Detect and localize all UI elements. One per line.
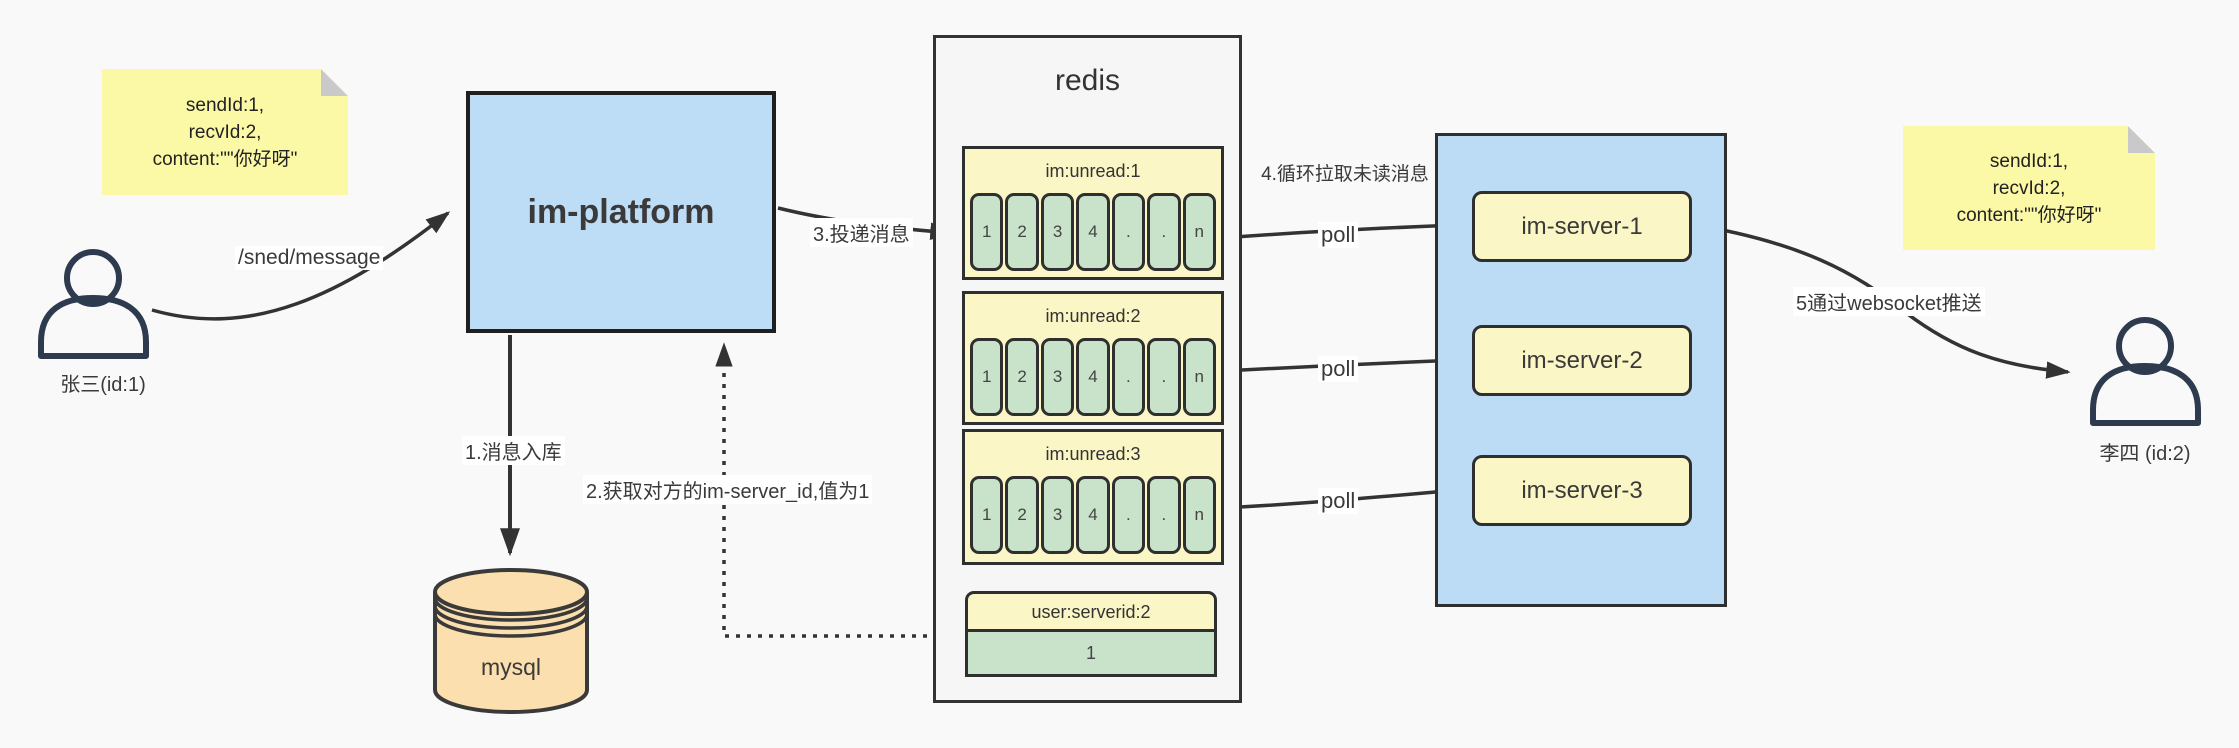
poll-label-2: poll xyxy=(1318,356,1359,382)
redis-container: redis im:unread:1 1 2 3 4 . . n im:unrea… xyxy=(933,35,1242,703)
kv-value: 1 xyxy=(965,632,1217,677)
step2-label: 2.获取对方的im-server_id,值为1 xyxy=(583,475,873,504)
im-server-3-box: im-server-3 xyxy=(1472,455,1692,526)
queue-cell: 4 xyxy=(1076,476,1110,554)
note-line: content:""你好呀" xyxy=(1956,204,2102,226)
user-serverid-block: user:serverid:2 1 xyxy=(965,591,1217,681)
note-line: sendId:1, xyxy=(185,94,265,116)
queue-cell: 1 xyxy=(970,193,1004,271)
sender-label: 张三(id:1) xyxy=(60,374,146,396)
unread-queue-2: im:unread:2 1 2 3 4 . . n xyxy=(962,291,1224,425)
unread-queue-1: im:unread:1 1 2 3 4 . . n xyxy=(962,146,1224,280)
queue-cell: n xyxy=(1182,476,1216,554)
queue-cells: 1 2 3 4 . . n xyxy=(965,338,1221,416)
user-icon-sender xyxy=(38,249,149,359)
step5-label: 5通过websocket推送 xyxy=(1793,287,1985,316)
mysql-label: mysql xyxy=(480,654,542,680)
receiver-label: 李四 (id:2) xyxy=(2099,443,2191,465)
queue-cell: 1 xyxy=(970,338,1004,416)
queue-cell: 3 xyxy=(1040,338,1075,416)
queue-cells: 1 2 3 4 . . n xyxy=(965,476,1221,554)
arrow-send-message xyxy=(151,211,451,321)
sticky-note-left: sendId:1, recvId:2, content:""你好呀" xyxy=(102,69,348,195)
send-api-label: /sned/message xyxy=(235,246,384,270)
queue-header: im:unread:3 xyxy=(1045,444,1141,464)
queue-cell: 4 xyxy=(1076,193,1110,271)
note-line: content:""你好呀" xyxy=(152,148,298,170)
note-line: recvId:2, xyxy=(1992,177,2066,199)
step4-label: 4.循环拉取未读消息 xyxy=(1261,164,1429,185)
queue-cell: 2 xyxy=(1005,338,1039,416)
im-server-1-box: im-server-1 xyxy=(1472,191,1692,262)
im-server-cluster: im-server-1 im-server-2 im-server-3 xyxy=(1435,133,1727,607)
queue-cell: n xyxy=(1182,338,1216,416)
queue-cells: 1 2 3 4 . . n xyxy=(965,193,1221,271)
queue-cell: 4 xyxy=(1076,338,1110,416)
user-icon-receiver xyxy=(2090,317,2201,426)
note-line: sendId:1, xyxy=(1989,150,2069,172)
queue-cell: 3 xyxy=(1040,193,1075,271)
queue-cell: . xyxy=(1147,338,1181,416)
queue-header: im:unread:2 xyxy=(1045,306,1141,326)
im-server-2-box: im-server-2 xyxy=(1472,325,1692,396)
queue-cell: 3 xyxy=(1040,476,1075,554)
arrow-step2-get-serverid xyxy=(715,342,960,638)
unread-queue-3: im:unread:3 1 2 3 4 . . n xyxy=(962,429,1224,565)
step1-label: 1.消息入库 xyxy=(462,436,565,465)
im-platform-title: im-platform xyxy=(527,192,715,231)
mysql-cylinder-icon xyxy=(433,568,589,715)
poll-label-3: poll xyxy=(1318,488,1359,514)
redis-title: redis xyxy=(1054,64,1121,97)
queue-cell: 2 xyxy=(1005,193,1039,271)
queue-cell: n xyxy=(1182,193,1216,271)
queue-cell: . xyxy=(1147,193,1181,271)
im-platform-box: im-platform xyxy=(466,91,776,333)
queue-cell: 1 xyxy=(970,476,1004,554)
queue-cell: . xyxy=(1111,193,1146,271)
poll-label-1: poll xyxy=(1318,222,1359,248)
queue-cell: . xyxy=(1111,338,1146,416)
step3-label: 3.投递消息 xyxy=(810,218,913,247)
queue-cell: 2 xyxy=(1005,476,1039,554)
queue-cell: . xyxy=(1147,476,1181,554)
kv-header: user:serverid:2 xyxy=(965,591,1217,632)
note-line: recvId:2, xyxy=(188,121,262,143)
sticky-note-right: sendId:1, recvId:2, content:""你好呀" xyxy=(1903,126,2155,250)
queue-header: im:unread:1 xyxy=(1045,161,1141,181)
queue-cell: . xyxy=(1111,476,1146,554)
